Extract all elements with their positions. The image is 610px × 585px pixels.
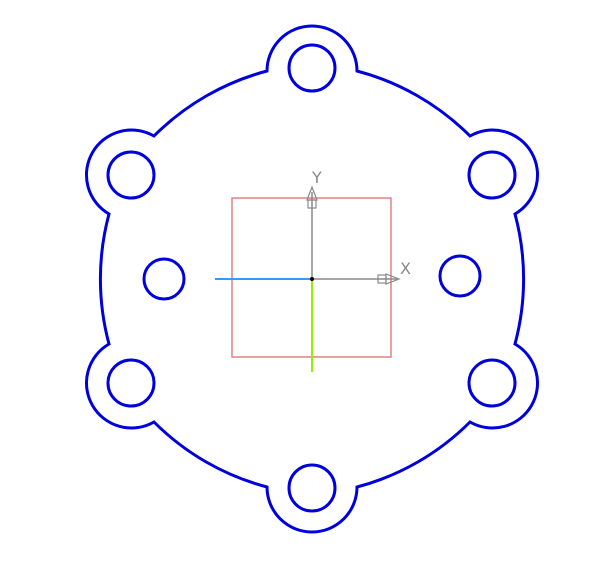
flange-outline	[85, 24, 539, 534]
x-axis-label: X	[400, 259, 411, 278]
origin-point[interactable]	[310, 277, 314, 281]
x-axis-arrowhead	[385, 273, 401, 285]
y-axis-label: Y	[311, 168, 322, 187]
bolt-hole-lower-left	[106, 358, 156, 408]
inner-hole-left	[142, 257, 186, 301]
bolt-hole-upper-left	[106, 150, 156, 200]
bolt-hole-bottom	[287, 463, 337, 513]
bolt-hole-upper-right	[467, 150, 517, 200]
y-axis-arrowhead	[306, 185, 318, 201]
inner-hole-right	[438, 254, 482, 298]
bolt-hole-lower-right	[467, 358, 517, 408]
bolt-hole-top	[287, 43, 337, 93]
